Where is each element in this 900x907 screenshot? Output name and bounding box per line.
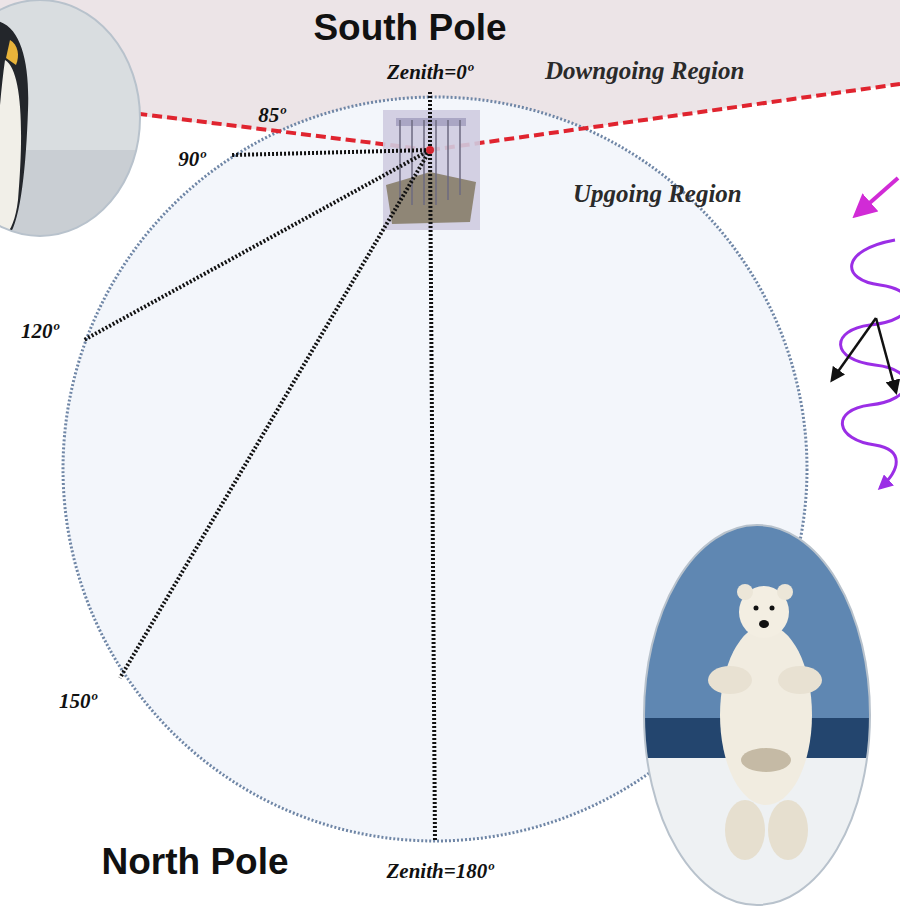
horizon-line [430, 84, 900, 150]
zenith-label: Zenith=180º [387, 860, 494, 883]
pole-title: North Pole [101, 842, 288, 883]
polar-bear-photo [640, 520, 880, 907]
region-label: Downgoing Region [545, 57, 744, 85]
penguin-photo [0, 0, 150, 240]
origin-dot [426, 146, 434, 154]
angle-label: 85º [258, 104, 285, 127]
pole-title: South Pole [313, 8, 506, 49]
zenith-label: Zenith=0º [387, 61, 473, 84]
particle-symbols [832, 178, 900, 488]
photo-frame [644, 525, 870, 905]
angle-label: 90º [178, 148, 205, 171]
angle-label: 120º [21, 320, 59, 343]
angle-label: 150º [59, 690, 97, 713]
region-label: Upgoing Region [573, 180, 742, 208]
photo-frame [0, 0, 140, 236]
zenith-lines [84, 90, 435, 842]
